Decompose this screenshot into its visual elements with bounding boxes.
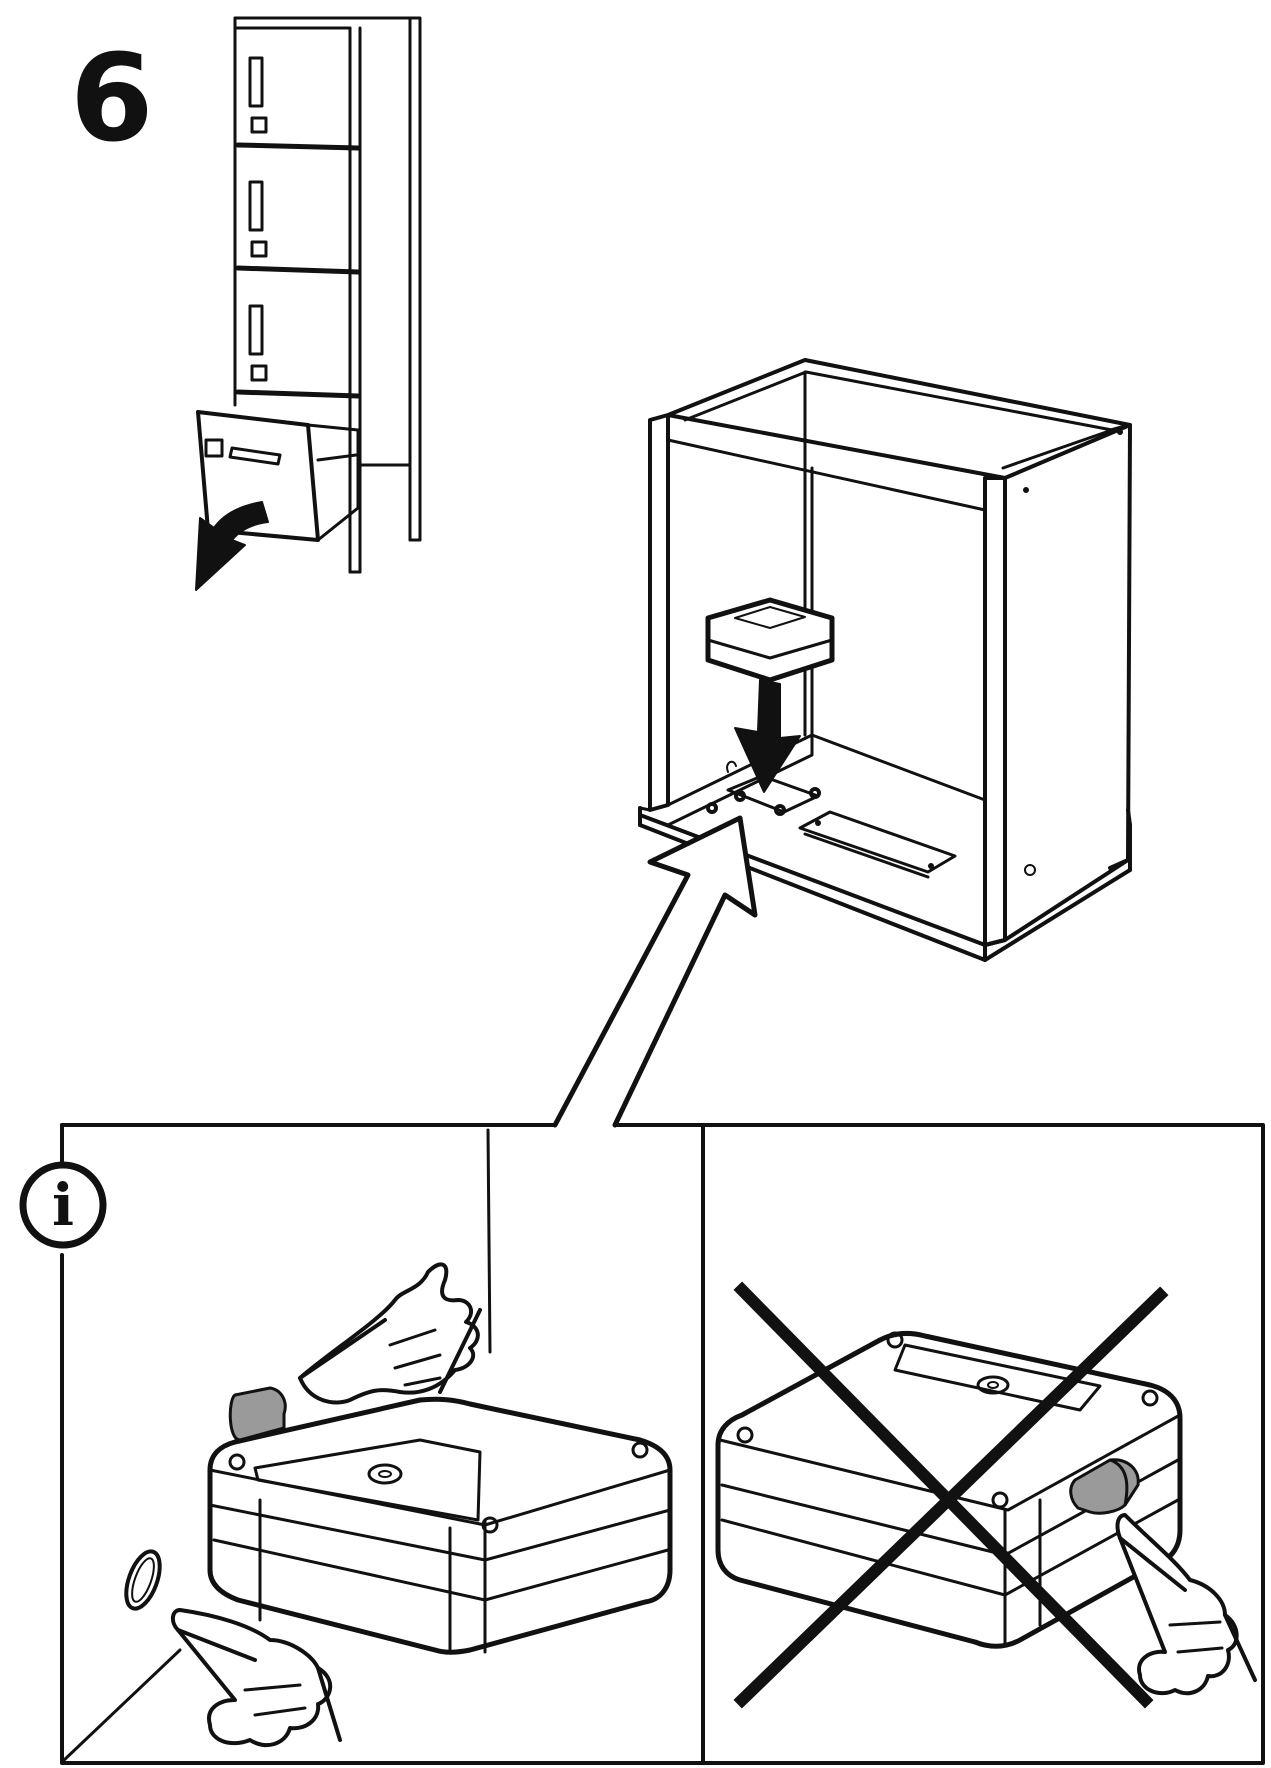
drawer-handle-icon bbox=[248, 56, 268, 382]
pointing-hand-icon bbox=[171, 1608, 342, 1748]
callout-arrow bbox=[552, 815, 758, 1128]
pointing-hand-icon bbox=[298, 1262, 482, 1405]
pointing-hand-icon bbox=[1115, 1513, 1257, 1696]
correct-method-panel bbox=[60, 1128, 673, 1764]
cabinet-base-illustration bbox=[638, 358, 1132, 962]
pull-arrow-icon bbox=[195, 501, 269, 591]
detail-panels-frame bbox=[60, 1123, 1265, 1765]
lock-unit-illustration bbox=[705, 597, 835, 683]
incorrect-method-panel bbox=[715, 1281, 1257, 1709]
info-icon bbox=[19, 1161, 107, 1249]
tall-cabinet-illustration bbox=[195, 16, 422, 591]
down-arrow-icon bbox=[734, 679, 801, 793]
cross-mark-icon bbox=[733, 1281, 1169, 1709]
step-number: 6 bbox=[70, 30, 154, 169]
